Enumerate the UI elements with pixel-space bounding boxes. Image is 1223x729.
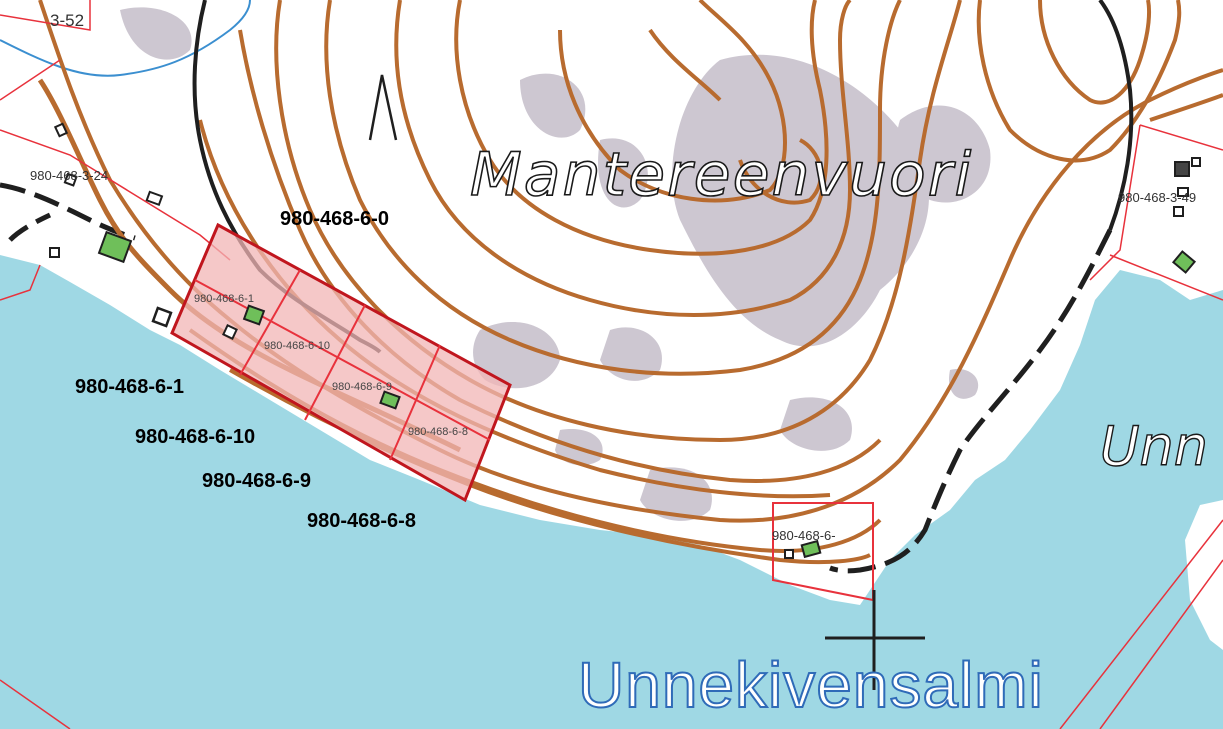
- lake-label-partial: Unn: [1100, 415, 1208, 478]
- strait-label: Unnekivensalmi: [578, 649, 1044, 721]
- hill-label: Mantereenvuori: [470, 140, 973, 210]
- buildings: [49, 122, 1201, 559]
- rock-areas: [120, 7, 991, 521]
- survey-cross-icon: [825, 590, 925, 690]
- callout-parcel-1: 980-468-6-1: [75, 376, 184, 398]
- parcel-label-south: 980-468-6-: [772, 528, 836, 543]
- north-arrow-icon: [368, 74, 398, 141]
- track-dashed: [829, 228, 1113, 574]
- parcel-inner-label-1: 980-468-6-1: [194, 293, 254, 305]
- parcel-inner-label-8: 980-468-6-8: [408, 426, 468, 438]
- highlighted-parcels[interactable]: [170, 222, 512, 503]
- callout-main-parcel: 980-468-6-0: [280, 208, 389, 230]
- callout-parcel-9: 980-468-6-9: [202, 470, 311, 492]
- callout-parcel-8: 980-468-6-8: [307, 510, 416, 532]
- track-dashed-west-2: [8, 212, 52, 242]
- land-area-east: [1185, 500, 1223, 650]
- parcel-label-east: 980-468-3-49: [1118, 190, 1196, 205]
- parcel-inner-label-9: 980-468-6-9: [332, 381, 392, 393]
- callout-parcel-10: 980-468-6-10: [135, 426, 255, 448]
- parcel-label-west: 980-468-3-24: [30, 168, 108, 183]
- road-east: [1098, 0, 1134, 231]
- parcel-label-top-left: 3-52: [50, 11, 84, 30]
- parcel-inner-label-10: 980-468-6-10: [264, 340, 330, 352]
